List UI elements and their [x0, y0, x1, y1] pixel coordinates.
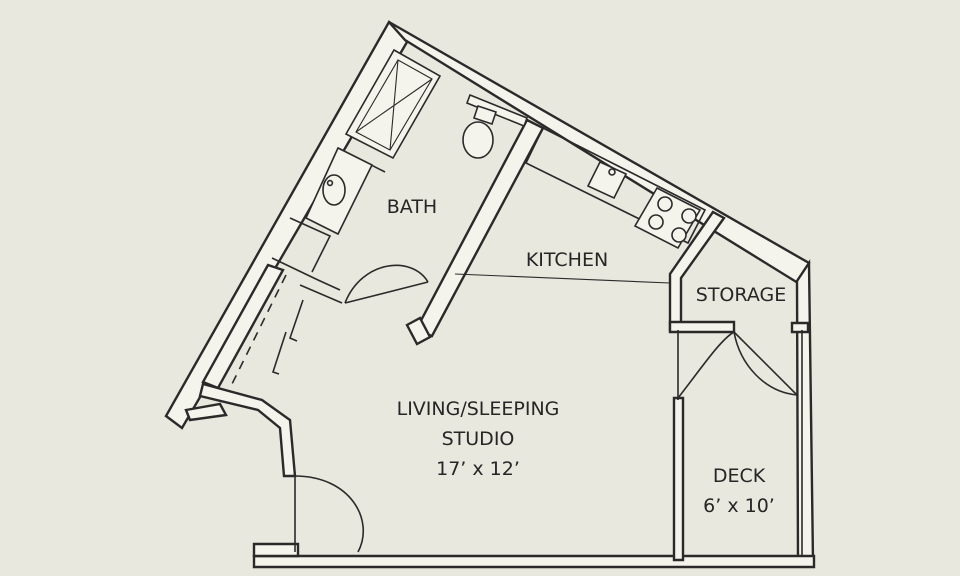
kitchen-faucet-icon [608, 168, 616, 176]
burner-icon-2 [681, 208, 697, 224]
toilet-icon [462, 121, 494, 159]
burner-icon-3 [648, 214, 664, 230]
deck-dimensions: 6’ x 10’ [703, 495, 775, 517]
living-dimensions: 17’ x 12’ [436, 458, 520, 480]
sink-icon [322, 174, 346, 206]
south-wall-step [252, 542, 300, 558]
toilet-tank [465, 93, 529, 128]
toilet-base [472, 104, 498, 126]
bath-kitchen-partition [414, 118, 545, 338]
deck-door-swing [677, 331, 735, 399]
outer-wall-east [795, 259, 815, 564]
storage-label: STORAGE [695, 284, 787, 306]
kitchen-counter [524, 126, 707, 245]
entry-door-swing [294, 475, 364, 553]
closet-rod [229, 274, 287, 389]
burner-icon-4 [671, 227, 687, 243]
bath-door-leaf [344, 281, 429, 304]
living-label-line1: LIVING/SLEEPING [396, 398, 560, 420]
storage-wall-east-stub [790, 321, 810, 334]
burner-icon-1 [657, 196, 673, 212]
living-label-line2: STUDIO [441, 428, 515, 450]
sliding-door-2 [271, 331, 287, 375]
storage-wall-south [668, 320, 736, 334]
kitchen-label: KITCHEN [525, 249, 609, 271]
sliding-door-1 [289, 299, 304, 342]
deck-label: DECK [712, 465, 766, 487]
bath-label: BATH [386, 196, 438, 218]
deck-partition-wall [672, 396, 685, 562]
kitchen-sink-icon [586, 160, 628, 200]
entry-wall-stub [184, 402, 228, 422]
tub-diagonal-2 [355, 78, 433, 133]
entry-wall-lower [198, 382, 297, 478]
bath-door-jamb [405, 316, 432, 346]
linen-partition [289, 217, 332, 273]
outer-wall-south [252, 554, 816, 569]
tub [344, 48, 442, 160]
kitchen-open-edge [454, 273, 671, 284]
storage-door-swing [733, 331, 798, 396]
outer-wall-north [388, 20, 811, 285]
outer-wall-west [164, 19, 409, 430]
sink-drain-icon [326, 179, 334, 187]
hall-partition [299, 284, 343, 304]
bath-door-swing [344, 264, 429, 304]
storage-door-leaf [733, 331, 798, 396]
bath-closet-partition [271, 257, 341, 291]
